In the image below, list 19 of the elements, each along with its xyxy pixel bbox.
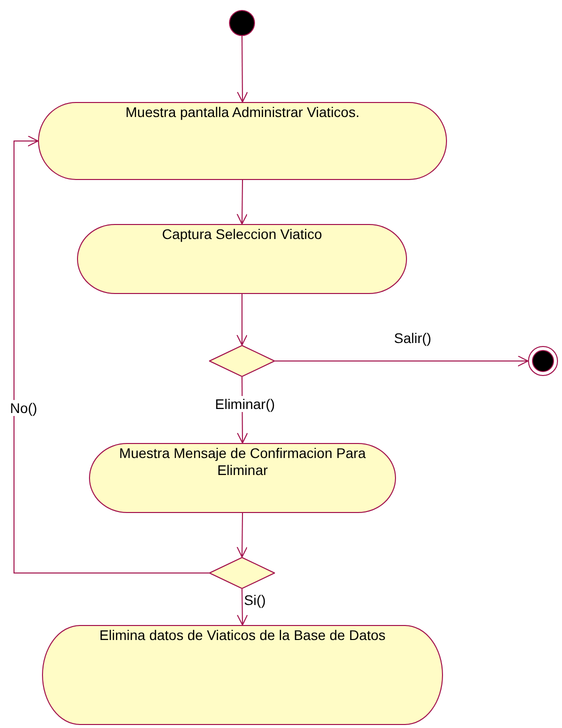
arrow	[14, 136, 210, 574]
start-node	[229, 10, 255, 36]
arrow	[236, 36, 248, 102]
arrow	[274, 356, 528, 366]
activity-box: Elimina datos de Viaticos de la Base de Datos	[42, 625, 443, 725]
edge-label: Salir()	[394, 330, 432, 346]
decision-diamond	[209, 345, 275, 377]
edge-label: No()	[10, 400, 38, 416]
arrow	[236, 512, 248, 558]
end-node	[528, 346, 558, 376]
activity-box: Muestra Mensaje de Confirmacion Para Eliminar	[89, 443, 396, 513]
arrow	[236, 294, 248, 346]
decision-diamond	[209, 557, 275, 589]
activity-box: Captura Seleccion Viatico	[77, 224, 407, 294]
activity-box: Muestra pantalla Administrar Viaticos.	[38, 102, 447, 180]
arrow	[236, 180, 248, 224]
arrow	[236, 588, 248, 626]
edge-label: Eliminar()	[215, 396, 275, 412]
edge-label: Si()	[244, 592, 266, 608]
